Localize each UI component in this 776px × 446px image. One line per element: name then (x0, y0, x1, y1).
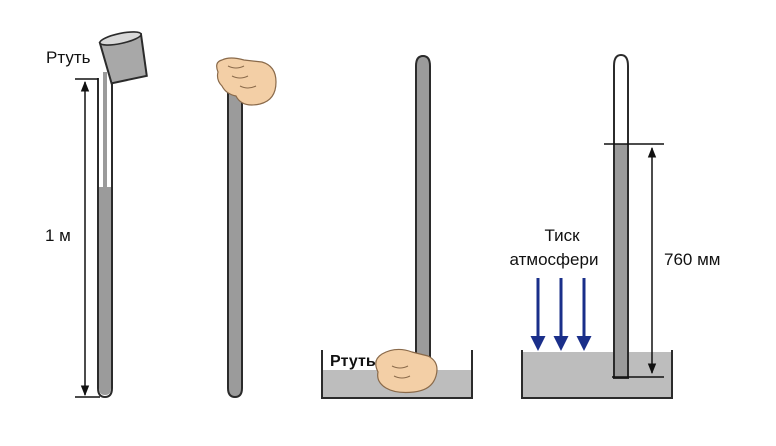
hand-icon (216, 57, 277, 106)
stage-2-closing (216, 57, 277, 399)
stage-3-inverting: Ртуть (321, 54, 473, 399)
stage-4-barometer: Тиск атмосфери 760 мм (510, 53, 720, 399)
dish-3 (321, 350, 473, 399)
pressure-label-line2: атмосфери (510, 250, 599, 269)
beaker-icon (98, 31, 148, 85)
mercury-label-dish: Ртуть (330, 353, 376, 370)
dish-4 (521, 350, 673, 399)
tube-4-mercury (615, 144, 627, 377)
hand-icon (375, 348, 438, 394)
tube-2 (227, 76, 243, 399)
tube-1-mercury (99, 187, 111, 395)
pressure-label-line1: Тиск (544, 226, 580, 245)
stage-1-filling: Ртуть 1 м (45, 31, 148, 399)
mercury-label-top: Ртуть (46, 48, 91, 67)
mercury-stream (103, 72, 107, 188)
height-label: 760 мм (664, 250, 720, 269)
dish-4-mercury (522, 352, 672, 398)
length-label: 1 м (45, 226, 71, 245)
tube-3 (415, 54, 431, 373)
